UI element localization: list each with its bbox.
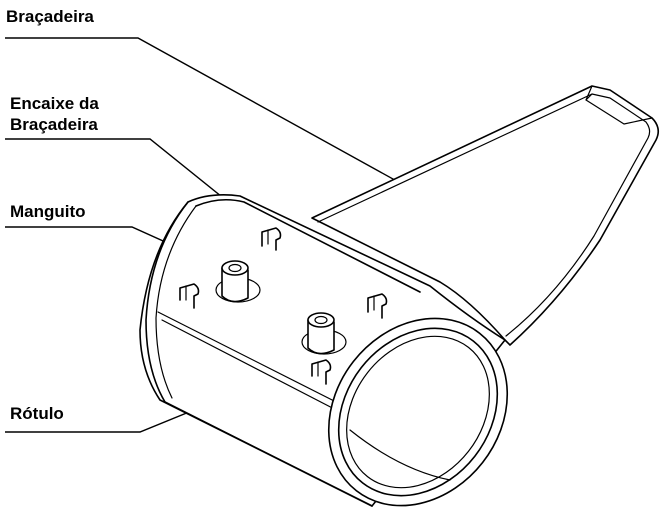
strap: [311, 85, 660, 346]
label-manguito: Manguito: [10, 202, 86, 221]
clips: [179, 227, 388, 385]
cuff-opening: [327, 317, 509, 507]
label-encaixe-line1: Encaixe da: [10, 94, 99, 113]
connector-right: [301, 312, 347, 355]
label-bracadeira: Braçadeira: [6, 7, 94, 26]
label-encaixe-line2: Braçadeira: [10, 115, 98, 134]
label-rotulo: Rótulo: [10, 404, 64, 423]
connector-left: [215, 260, 261, 303]
leader-bracadeira: [5, 37, 441, 206]
